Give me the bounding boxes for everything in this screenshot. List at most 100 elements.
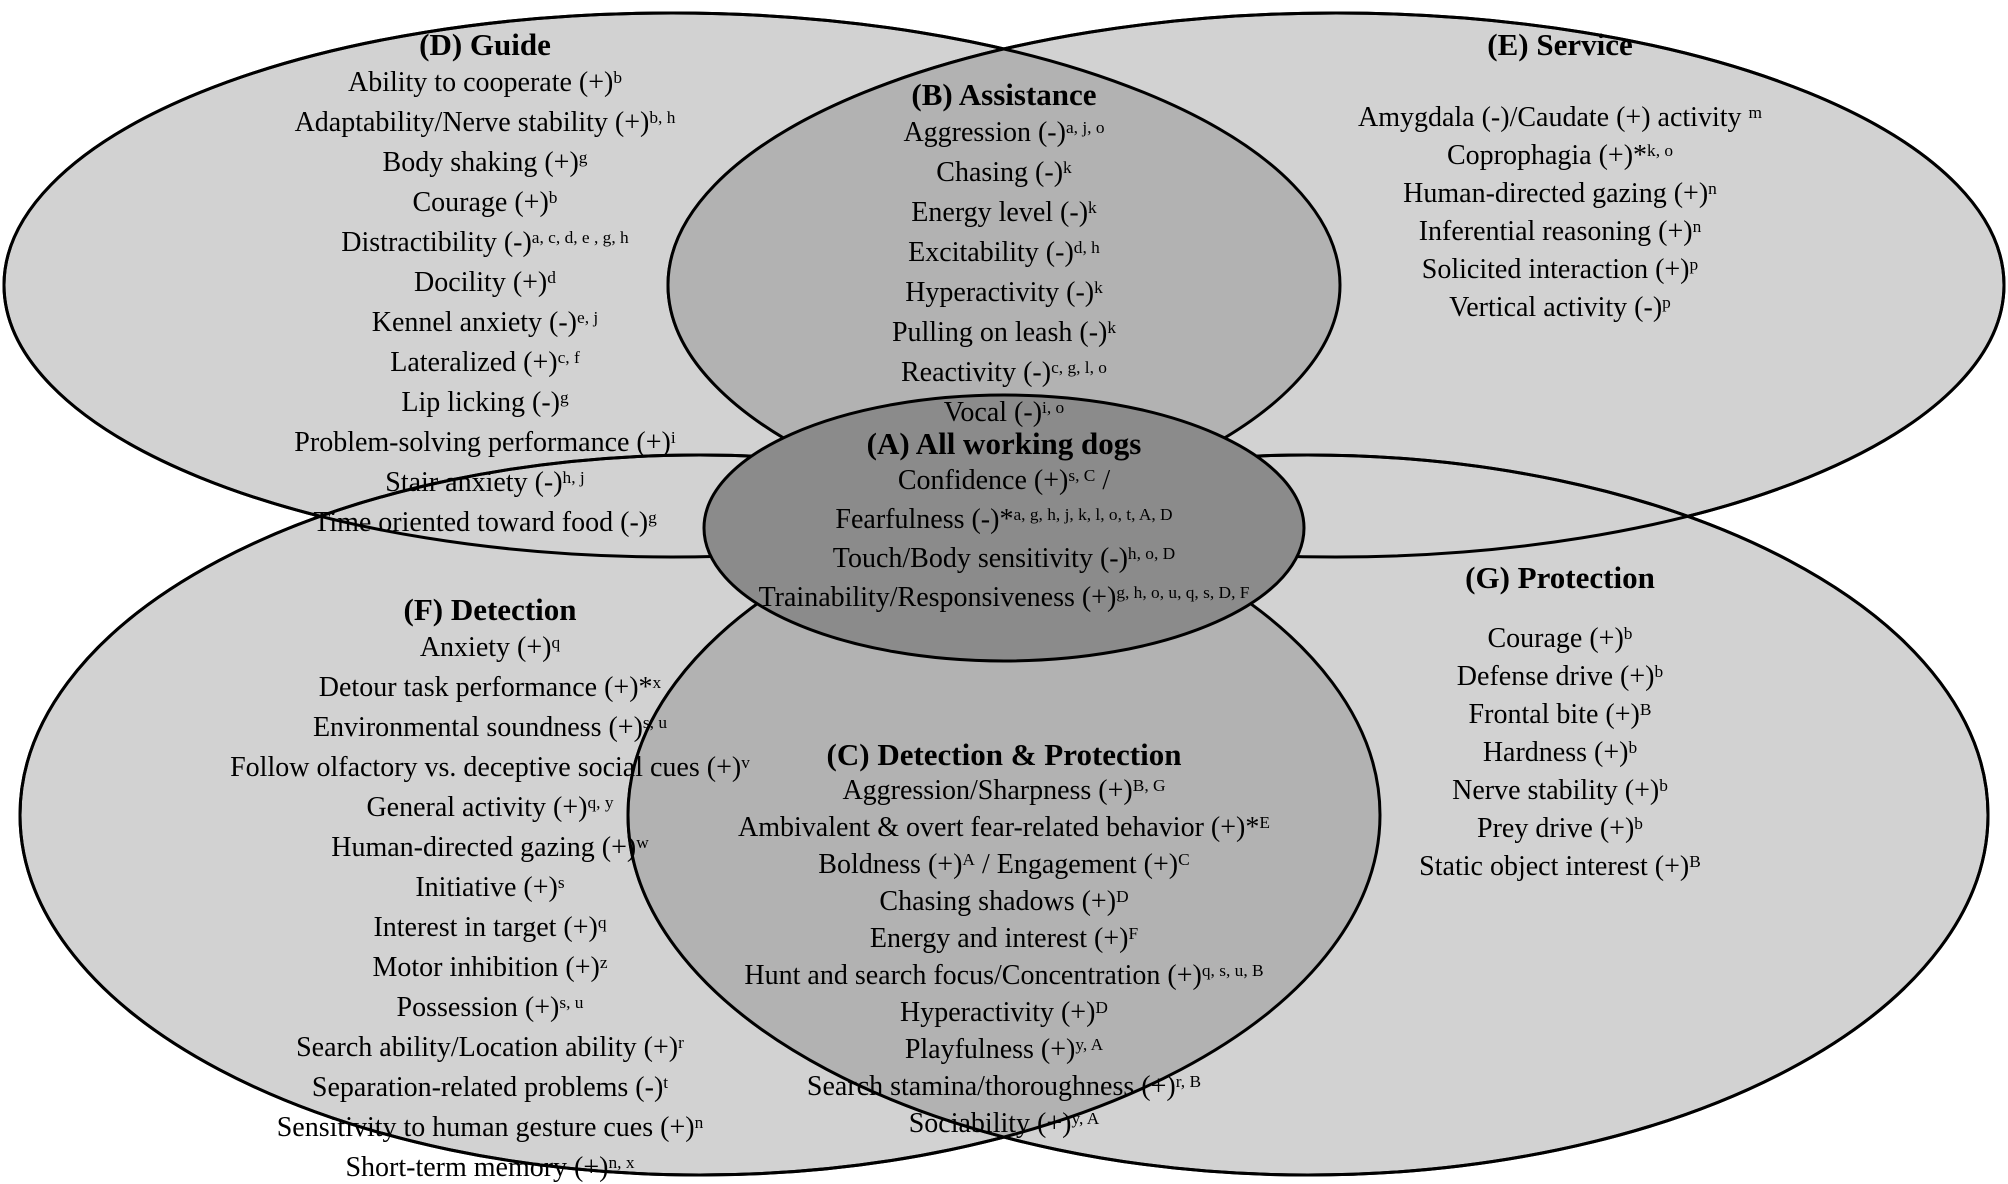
trait-text: Aggression/Sharpness (+) xyxy=(842,775,1133,806)
trait-text: Courage (+) xyxy=(1487,623,1624,654)
trait-superscript: p xyxy=(1662,293,1671,313)
trait-item: Kennel anxiety (-)e, j xyxy=(140,304,830,344)
trait-text: Pulling on leash (-) xyxy=(891,317,1108,348)
trait-superscript: n xyxy=(1708,179,1717,199)
trait-superscript: C xyxy=(1178,850,1190,870)
trait-superscript: m xyxy=(1748,103,1763,123)
trait-text: Separation-related problems (-) xyxy=(311,1072,664,1103)
trait-text: Human-directed gazing (+) xyxy=(1403,178,1709,209)
trait-text: Confidence (+) xyxy=(897,465,1069,496)
trait-item: Separation-related problems (-)t xyxy=(140,1069,840,1109)
trait-superscript: D xyxy=(1095,998,1108,1018)
trait-superscript: k xyxy=(1107,318,1117,338)
trait-text: Frontal bite (+) xyxy=(1468,699,1640,730)
outline-protection xyxy=(626,453,1990,1177)
trait-text: Ability to cooperate (+) xyxy=(347,67,614,98)
trait-text: Energy level (-) xyxy=(911,197,1089,228)
trait-text: Motor inhibition (+) xyxy=(372,952,600,983)
trait-text: Sociability (+) xyxy=(908,1108,1072,1139)
trait-item: Solicited interaction (+)p xyxy=(1230,252,1890,290)
trait-item: Human-directed gazing (+)n xyxy=(1230,176,1890,214)
trait-superscript: g xyxy=(648,508,657,528)
trait-text: Trainability/Responsiveness (+) xyxy=(758,582,1117,613)
trait-item: General activity (+)q, y xyxy=(140,789,840,829)
trait-item: Static object interest (+)B xyxy=(1260,849,1860,887)
trait-superscript: q, y xyxy=(587,793,614,813)
trait-item: Ambivalent & overt fear-related behavior… xyxy=(664,811,1344,848)
trait-superscript: b, h xyxy=(649,108,676,128)
trait-superscript: A xyxy=(962,850,975,870)
trait-text: Search stamina/thoroughness (+) xyxy=(806,1071,1176,1102)
trait-superscript: g, h, o, u, q, s, D, F xyxy=(1116,583,1250,603)
trait-text: Stair anxiety (-) xyxy=(385,467,563,498)
trait-text: Vertical activity (-) xyxy=(1449,292,1663,323)
trait-text: Fearfulness (-)* xyxy=(835,504,1014,535)
outline-detection xyxy=(18,453,1382,1177)
trait-item: Ability to cooperate (+)b xyxy=(140,64,830,104)
region-title: (F) Detection xyxy=(403,592,577,627)
trait-item: Environmental soundness (+)s, u xyxy=(140,709,840,749)
trait-item: Body shaking (+)g xyxy=(140,144,830,184)
trait-item: Search ability/Location ability (+)r xyxy=(140,1029,840,1069)
trait-item: Courage (+)b xyxy=(1260,621,1860,659)
trait-text: Boldness (+) xyxy=(818,849,963,880)
trait-item: Adaptability/Nerve stability (+)b, h xyxy=(140,104,830,144)
trait-superscript: n xyxy=(694,1113,704,1133)
trait-item: Possession (+)s, u xyxy=(140,989,840,1029)
trait-item: Lateralized (+)c, f xyxy=(140,344,830,384)
trait-text: Defense drive (+) xyxy=(1456,661,1655,692)
trait-item: Fearfulness (-)*a, g, h, j, k, l, o, t, … xyxy=(684,502,1324,541)
trait-text: Aggression (-) xyxy=(903,117,1066,148)
trait-superscript: p xyxy=(1689,255,1699,275)
region-title: (A) All working dogs xyxy=(866,426,1142,461)
trait-item: Chasing shadows (+)D xyxy=(664,885,1344,922)
trait-superscript: d xyxy=(547,268,556,288)
trait-text: Prey drive (+) xyxy=(1477,813,1635,844)
trait-text: Ambivalent & overt fear-related behavior… xyxy=(738,812,1260,843)
trait-text: Playfulness (+) xyxy=(904,1034,1076,1065)
trait-superscript: k xyxy=(1063,158,1072,178)
trait-list: Aggression/Sharpness (+)B, G Ambivalent &… xyxy=(664,774,1344,1144)
trait-superscript: k xyxy=(1088,198,1097,218)
trait-text: Inferential reasoning (+) xyxy=(1418,216,1693,247)
trait-text: Distractibility (-) xyxy=(341,227,532,258)
trait-item: Time oriented toward food (-)g xyxy=(140,504,830,544)
trait-item: Playfulness (+)y, A xyxy=(664,1033,1344,1070)
trait-item: Hardness (+)b xyxy=(1260,735,1860,773)
trait-text: Docility (+) xyxy=(414,267,548,298)
trait-superscript: a, j, o xyxy=(1065,118,1105,138)
trait-item: Short-term memory (+)n, x xyxy=(140,1149,840,1184)
trait-item: Nerve stability (+)b xyxy=(1260,773,1860,811)
trait-superscript: b xyxy=(548,188,558,208)
trait-item: Defense drive (+)b xyxy=(1260,659,1860,697)
trait-item: Human-directed gazing (+)w xyxy=(140,829,840,869)
trait-text: Environmental soundness (+) xyxy=(312,712,643,743)
trait-superscript: B, G xyxy=(1132,776,1166,796)
trait-superscript: w xyxy=(636,833,649,853)
trait-superscript: c, f xyxy=(557,348,580,368)
trait-item: Stair anxiety (-)h, j xyxy=(140,464,830,504)
trait-text: Detour task performance (+)* xyxy=(318,672,653,703)
trait-item: Vertical activity (-)p xyxy=(1230,290,1890,328)
trait-superscript: b xyxy=(1623,624,1633,644)
trait-text: Adaptability/Nerve stability (+) xyxy=(294,107,650,138)
trait-text: Problem-solving performance (+) xyxy=(294,427,671,458)
trait-superscript: a, g, h, j, k, l, o, t, A, D xyxy=(1013,505,1173,525)
trait-text: Coprophagia (+)* xyxy=(1446,140,1648,171)
trait-superscript: h, o, D xyxy=(1127,544,1176,564)
trait-item: Prey drive (+)b xyxy=(1260,811,1860,849)
trait-item: Problem-solving performance (+)i xyxy=(140,424,830,464)
outline-service xyxy=(666,11,2006,559)
ellipse-all-working-dogs xyxy=(702,393,1306,663)
trait-text: Time oriented toward food (-) xyxy=(313,507,649,538)
trait-text: Body shaking (+) xyxy=(382,147,579,178)
trait-text: Search ability/Location ability (+) xyxy=(296,1032,679,1063)
trait-superscript: s xyxy=(557,873,565,893)
trait-item: Hunt and search focus/Concentration (+)q… xyxy=(664,959,1344,996)
trait-superscript: b xyxy=(613,68,623,88)
trait-item: Docility (+)d xyxy=(140,264,830,304)
